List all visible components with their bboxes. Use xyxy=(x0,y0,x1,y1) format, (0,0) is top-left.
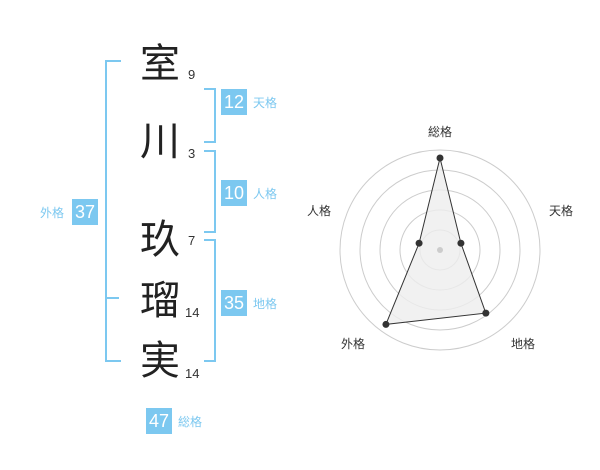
radar-axis-label-chikaku: 地格 xyxy=(511,337,536,351)
name-char-3: 玖 xyxy=(140,217,180,263)
tenkaku-value: 12 xyxy=(221,89,247,115)
radar-ring xyxy=(419,229,461,271)
stroke-count-5: 14 xyxy=(185,366,200,381)
gaikaku-label: 外格 xyxy=(40,206,65,220)
tenkaku-bracket xyxy=(204,88,216,143)
radar-ring xyxy=(339,149,541,351)
radar-axis-label-soukaku: 総格 xyxy=(428,125,453,139)
stroke-count-4: 14 xyxy=(185,305,200,320)
stroke-count-3: 7 xyxy=(188,233,196,248)
name-char-2: 川 xyxy=(140,119,180,165)
name-char-1: 室 xyxy=(140,41,180,87)
stroke-count-1: 9 xyxy=(188,67,196,82)
chikaku-label: 地格 xyxy=(253,297,278,311)
radar-ring xyxy=(379,189,501,311)
chikaku-bracket xyxy=(204,239,216,362)
radar-point xyxy=(482,309,490,317)
radar-point xyxy=(436,154,444,162)
radar-axis-label-jinkaku: 人格 xyxy=(307,204,332,218)
radar-point xyxy=(457,239,465,247)
radar-area xyxy=(385,157,487,325)
gaikaku-bracket xyxy=(105,60,121,362)
chikaku-value: 35 xyxy=(221,290,247,316)
radar-axis-label-gaikaku: 外格 xyxy=(341,337,366,351)
radar-ring xyxy=(399,209,481,291)
soukaku-value: 47 xyxy=(146,408,172,434)
gaikaku-inner-tick xyxy=(105,297,119,299)
gaikaku-value: 37 xyxy=(72,199,98,225)
radar-points xyxy=(382,154,490,328)
name-char-5: 実 xyxy=(140,338,180,384)
radar-ring xyxy=(359,169,521,331)
jinkaku-value: 10 xyxy=(221,180,247,206)
stroke-count-2: 3 xyxy=(188,146,196,161)
radar-axis-label-tenkaku: 天格 xyxy=(549,204,574,218)
soukaku-label: 総格 xyxy=(178,415,203,429)
tenkaku-label: 天格 xyxy=(253,96,278,110)
radar-rings xyxy=(339,149,541,351)
name-char-4: 瑠 xyxy=(140,278,180,324)
jinkaku-bracket xyxy=(204,150,216,233)
jinkaku-label: 人格 xyxy=(253,187,278,201)
radar-point xyxy=(382,320,390,328)
radar-center-dot xyxy=(437,247,443,253)
radar-point xyxy=(415,239,423,247)
